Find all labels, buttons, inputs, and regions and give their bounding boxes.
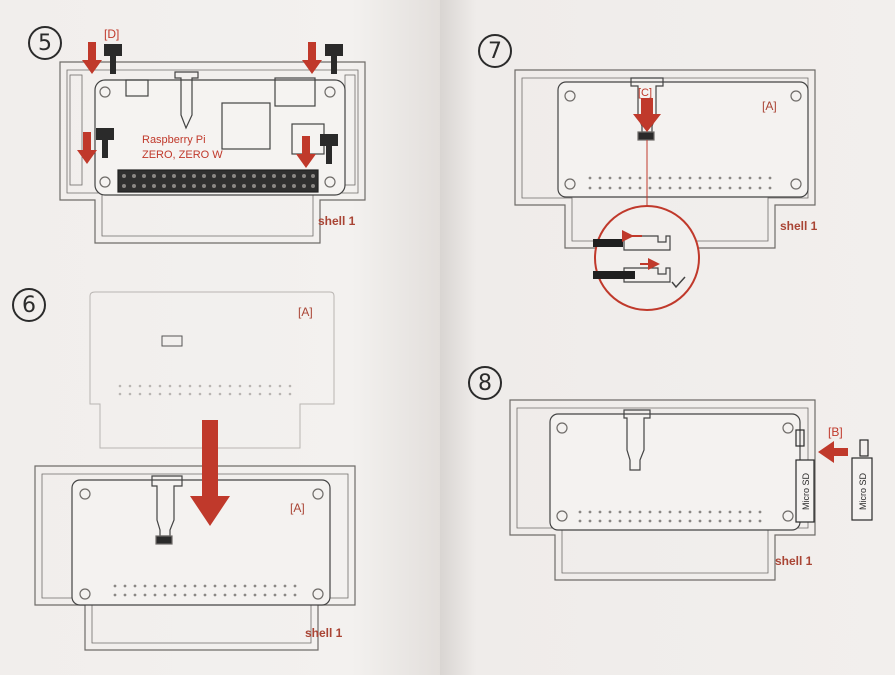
step-5-diagram bbox=[59, 61, 366, 244]
step-5-shell-label: shell 1 bbox=[318, 214, 356, 228]
step-8-card-inserted-text: Micro SD bbox=[801, 472, 811, 510]
step-7-label-c: [C] bbox=[638, 87, 652, 99]
step-6-number: 6 bbox=[12, 288, 46, 322]
step-6-shell-dots bbox=[113, 584, 297, 597]
step-6-big-arrow bbox=[190, 420, 230, 526]
step-7-zoom-details bbox=[593, 230, 686, 289]
step-7-label-a: [A] bbox=[762, 99, 777, 113]
step-6-label-a-bottom: [A] bbox=[290, 501, 305, 515]
step-8-arrow bbox=[818, 441, 848, 463]
step-7-dots bbox=[588, 176, 772, 190]
step-5-gpio-pins bbox=[122, 174, 315, 188]
step-5-arrows bbox=[77, 42, 322, 168]
step-7-shell-label: shell 1 bbox=[780, 219, 818, 233]
step-5-number: 5 bbox=[28, 26, 62, 60]
step-5-label-d: [D] bbox=[104, 27, 119, 41]
step-6-panel-dots bbox=[118, 384, 292, 396]
step-6-shell-label: shell 1 bbox=[305, 626, 343, 640]
step-8-dots bbox=[578, 510, 762, 523]
step-8-number: 8 bbox=[468, 366, 502, 400]
step-7-arrow bbox=[633, 98, 661, 132]
step-8-diagram bbox=[509, 399, 873, 581]
step-6-label-a-top: [A] bbox=[298, 305, 313, 319]
step-8-card-loose-text: Micro SD bbox=[858, 472, 868, 510]
step-8-shell-label: shell 1 bbox=[775, 554, 813, 568]
step-6-shell bbox=[34, 465, 356, 651]
step-5-screws bbox=[96, 44, 343, 164]
step-5-board-line1: Raspberry Pi bbox=[142, 134, 206, 146]
step-8-label-b: [B] bbox=[828, 425, 843, 439]
step-7-number: 7 bbox=[478, 34, 512, 68]
step-6-diagram bbox=[89, 291, 335, 449]
step-5-board-line2: ZERO, ZERO W bbox=[142, 149, 223, 161]
